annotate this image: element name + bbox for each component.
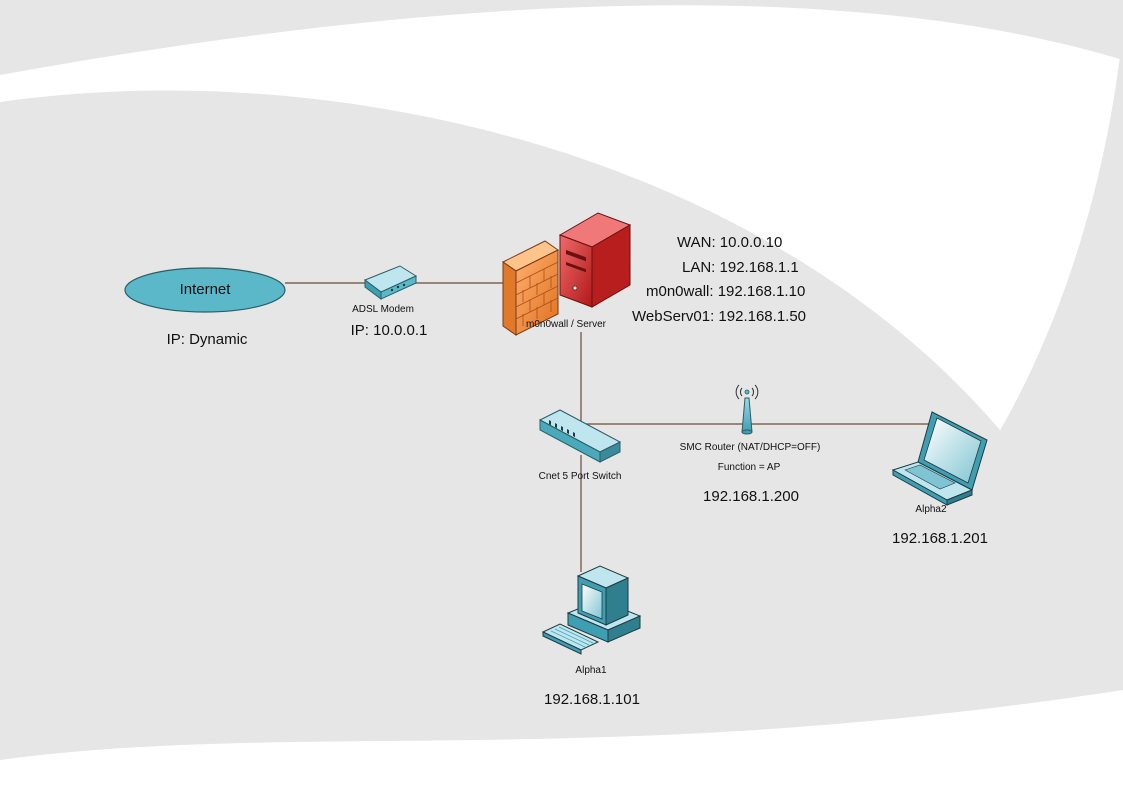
adsl-modem: ADSL Modem IP: 10.0.0.1 — [351, 265, 428, 339]
laptop-label: Alpha2 — [915, 504, 947, 515]
server-icon — [558, 212, 632, 308]
firewall-label: m0n0wall / Server — [526, 319, 607, 330]
internet-ip: IP: Dynamic — [167, 331, 248, 348]
desktop-icon — [541, 565, 642, 655]
server-info-lan: LAN: 192.168.1.1 — [682, 259, 799, 276]
internet-node: Internet IP: Dynamic — [124, 267, 286, 348]
connection-lines — [285, 282, 935, 572]
router-function: Function = AP — [718, 462, 781, 473]
desktop-alpha1: Alpha1 192.168.1.101 — [541, 565, 642, 708]
desktop-ip: 192.168.1.101 — [544, 691, 640, 708]
modem-ip: IP: 10.0.0.1 — [351, 322, 428, 339]
modem-icon — [363, 265, 418, 300]
switch-label: Cnet 5 Port Switch — [539, 471, 622, 482]
internet-label: Internet — [180, 281, 232, 298]
router-label: SMC Router (NAT/DHCP=OFF) — [680, 442, 821, 453]
firewall-icon — [502, 240, 559, 336]
internet-ellipse — [124, 267, 286, 313]
server-info: WAN: 10.0.0.10 LAN: 192.168.1.1 m0n0wall… — [632, 234, 806, 325]
server-info-m0n0wall: m0n0wall: 192.168.1.10 — [646, 283, 805, 300]
router-ip: 192.168.1.200 — [703, 488, 799, 505]
switch-icon — [538, 409, 622, 463]
antenna-icon — [735, 384, 759, 435]
firewall-server: m0n0wall / Server — [502, 212, 632, 336]
laptop-alpha2: Alpha2 192.168.1.201 — [891, 411, 988, 547]
desktop-label: Alpha1 — [575, 665, 607, 676]
server-info-webserv: WebServ01: 192.168.1.50 — [632, 308, 806, 325]
smc-router: SMC Router (NAT/DHCP=OFF) Function = AP … — [680, 384, 821, 505]
server-info-wan: WAN: 10.0.0.10 — [677, 234, 782, 251]
modem-label: ADSL Modem — [352, 304, 414, 315]
laptop-icon — [891, 411, 988, 506]
laptop-ip: 192.168.1.201 — [892, 530, 988, 547]
network-switch: Cnet 5 Port Switch — [538, 409, 622, 482]
